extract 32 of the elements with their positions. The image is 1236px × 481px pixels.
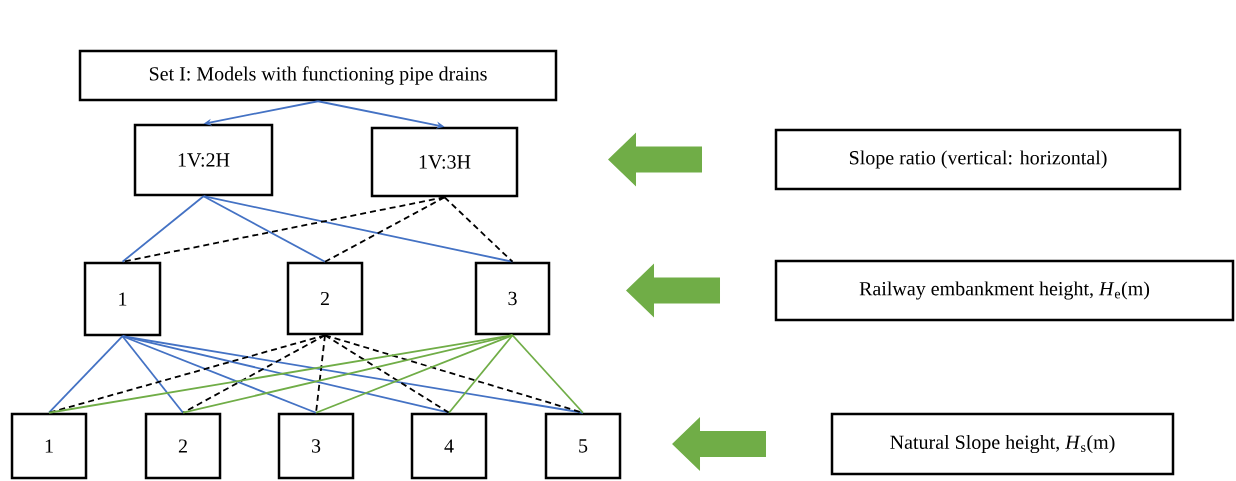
- title-box: Set I: Models with functioning pipe drains: [78, 49, 558, 102]
- connector-line: [121, 195, 205, 263]
- height-box: 4: [410, 412, 488, 480]
- level-label-box: Natural Slope height, H$_{s}$(m): [830, 412, 1175, 476]
- connector-line: [121, 335, 584, 414]
- height-box: 1: [83, 261, 162, 337]
- connector-line: [121, 335, 317, 414]
- connector-line: [121, 335, 450, 414]
- slope-ratio-box: 1V:3H: [370, 126, 519, 198]
- connector-line: [48, 334, 514, 414]
- connector-line: [202, 195, 326, 263]
- height-box: 5: [544, 412, 622, 480]
- height-box: 1: [10, 412, 88, 480]
- connector-line: [324, 196, 446, 263]
- height-box: 2: [144, 412, 222, 480]
- connector-line: [121, 335, 184, 414]
- connector-line: [443, 196, 514, 263]
- level-label-box: Railway embankment height, H$_{e}$(m): [774, 259, 1235, 322]
- connector-line: [448, 334, 514, 414]
- level-label-box: Slope ratio (vertical: horizontal): [774, 128, 1182, 191]
- connector-line: [315, 334, 326, 414]
- connector-line: [202, 195, 514, 263]
- connector-line: [48, 334, 326, 414]
- connector-line: [511, 334, 584, 414]
- connector-line: [324, 334, 450, 414]
- connector-line: [48, 335, 124, 414]
- height-box: 2: [286, 261, 364, 336]
- height-box: 3: [474, 261, 551, 336]
- connector-line: [315, 334, 514, 414]
- height-box: 3: [277, 412, 355, 480]
- slope-ratio-box: 1V:2H: [133, 123, 274, 197]
- connector-line: [182, 334, 326, 414]
